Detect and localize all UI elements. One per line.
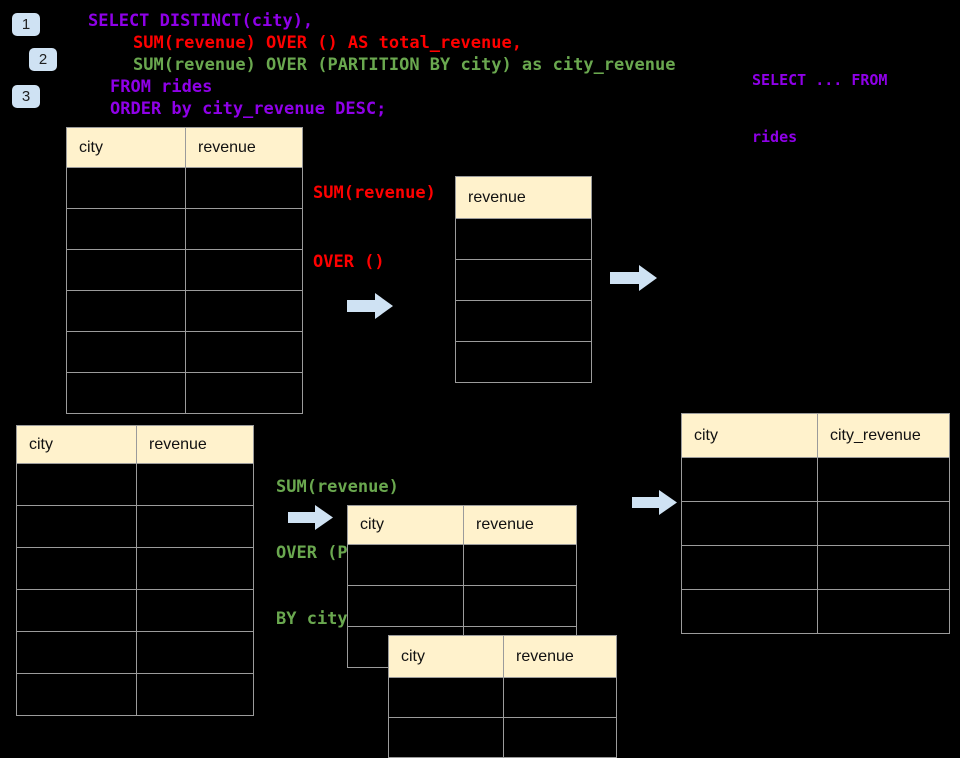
column-header-city: city	[681, 413, 818, 458]
table-partition-mid: city revenue	[347, 505, 577, 668]
column-header-revenue: revenue	[463, 505, 577, 545]
table-row	[16, 547, 254, 590]
table-row	[455, 341, 592, 383]
column-header-city: city	[388, 635, 504, 678]
column-header-revenue: revenue	[455, 176, 592, 219]
table-row	[66, 372, 303, 414]
arrow-right-icon	[632, 490, 677, 520]
side-note-select-from: SELECT ... FROM rides	[752, 33, 887, 185]
table-row	[66, 290, 303, 332]
side-note-line: rides	[752, 128, 798, 146]
sql-line-order: ORDER by city_revenue DESC;	[110, 99, 387, 119]
table-row	[16, 673, 254, 716]
table-source-bottom: city revenue	[16, 425, 254, 716]
column-header-city-revenue: city_revenue	[817, 413, 950, 458]
table-row	[66, 208, 303, 250]
table-row	[681, 589, 950, 634]
step-badge-2: 2	[29, 48, 57, 71]
table-final-result: city city_revenue	[681, 413, 950, 634]
column-header-revenue: revenue	[136, 425, 254, 464]
table-partition-overlay: city revenue	[388, 635, 617, 758]
step-badge-1: 1	[12, 13, 40, 36]
table-row	[16, 505, 254, 548]
arrow-right-icon	[288, 505, 333, 535]
annotation-line: OVER ()	[313, 252, 385, 272]
annotation-line: BY city)	[276, 609, 358, 629]
table-row	[681, 457, 950, 502]
sql-line-from: FROM rides	[110, 77, 213, 97]
arrow-right-icon	[347, 293, 393, 324]
table-row	[455, 259, 592, 301]
annotation-total-revenue: SUM(revenue) OVER ()	[313, 136, 436, 320]
table-row	[455, 218, 592, 260]
arrow-right-icon	[610, 265, 657, 296]
table-row	[388, 677, 617, 718]
column-header-city: city	[16, 425, 137, 464]
table-row	[681, 545, 950, 590]
side-note-line: SELECT ... FROM	[752, 71, 888, 89]
column-header-city: city	[347, 505, 464, 545]
table-row	[347, 585, 577, 627]
table-total-result: revenue	[455, 176, 592, 383]
step-badge-3: 3	[12, 85, 40, 108]
annotation-line: SUM(revenue)	[313, 183, 436, 203]
table-row	[16, 463, 254, 506]
sql-line-select: SELECT DISTINCT(city),	[88, 11, 314, 31]
table-row	[66, 167, 303, 209]
sql-line-total: SUM(revenue) OVER () AS total_revenue,	[133, 33, 522, 53]
column-header-revenue: revenue	[503, 635, 617, 678]
table-row	[16, 631, 254, 674]
table-row	[388, 717, 617, 758]
table-row	[455, 300, 592, 342]
table-row	[66, 249, 303, 291]
sql-line-partition: SUM(revenue) OVER (PARTITION BY city) as…	[133, 55, 676, 75]
table-source-top: city revenue	[66, 127, 303, 414]
column-header-revenue: revenue	[185, 127, 303, 168]
column-header-city: city	[66, 127, 186, 168]
table-row	[681, 501, 950, 546]
table-row	[66, 331, 303, 373]
table-row	[347, 544, 577, 586]
annotation-line: SUM(revenue)	[276, 477, 399, 497]
slide-canvas: 1 2 3 SELECT DISTINCT(city), SUM(revenue…	[12, 11, 950, 758]
table-row	[16, 589, 254, 632]
